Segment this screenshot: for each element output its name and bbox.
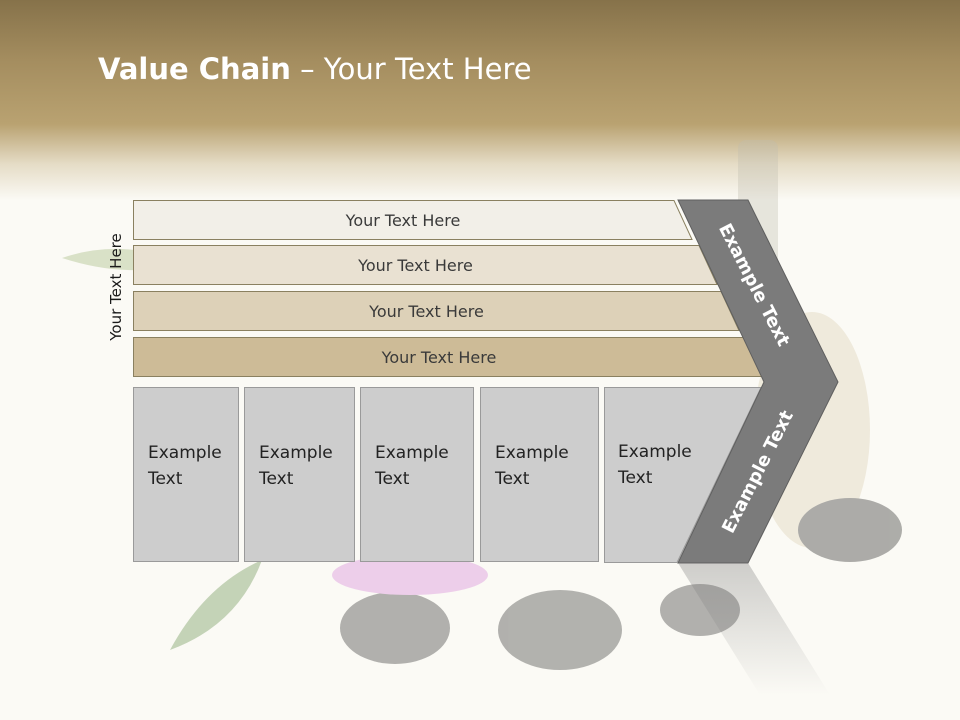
- box-reflection: Example Text: [480, 562, 599, 682]
- activity-box-3[interactable]: Example Text: [360, 387, 474, 562]
- chevron-shape: [677, 199, 839, 564]
- activity-box-2-label: Example Text: [259, 443, 333, 489]
- bar-1-shape: [133, 200, 693, 240]
- margin-chevron[interactable]: [670, 195, 850, 695]
- activity-box-1-label: Example Text: [148, 443, 222, 489]
- stone-shape: [798, 498, 902, 562]
- bar-4[interactable]: Your Text Here: [133, 337, 765, 377]
- bar-3[interactable]: Your Text Here: [133, 291, 740, 331]
- header-band: [0, 0, 960, 200]
- stone-shape: [498, 590, 622, 670]
- activity-box-5-shape: [604, 387, 762, 563]
- activity-box-3-label: Example Text: [375, 443, 449, 489]
- flower-shape: [332, 555, 488, 595]
- box-reflection: Example Text: [133, 562, 239, 682]
- chevron-reflection: [678, 563, 830, 695]
- box-reflection: Example Text: [360, 562, 474, 682]
- bar-4-label: Your Text Here: [381, 347, 497, 367]
- activity-box-5-label: Example Text: [618, 442, 692, 488]
- activity-box-5[interactable]: Example Text: [604, 387, 692, 562]
- page-title: Value Chain – Your Text Here: [98, 52, 532, 86]
- activity-box-4-label: Example Text: [495, 443, 569, 489]
- bar-2-shape: [133, 245, 718, 285]
- bar-3-label: Your Text Here: [369, 301, 484, 321]
- stone-shape: [340, 592, 450, 664]
- side-label: Your Text Here: [107, 233, 125, 341]
- bar-1[interactable]: Your Text Here: [133, 200, 693, 240]
- leaf-shape: [170, 560, 262, 650]
- bar-1-label: Your Text Here: [345, 210, 461, 230]
- box-reflection: Example Text: [244, 562, 355, 682]
- bar-3-shape: [133, 291, 740, 331]
- activity-box-2[interactable]: Example Text: [244, 387, 355, 562]
- bar-2-label: Your Text Here: [358, 255, 473, 275]
- activity-box-4[interactable]: Example Text: [480, 387, 599, 562]
- bar-2[interactable]: Your Text Here: [133, 245, 718, 285]
- activity-box-1[interactable]: Example Text: [133, 387, 239, 562]
